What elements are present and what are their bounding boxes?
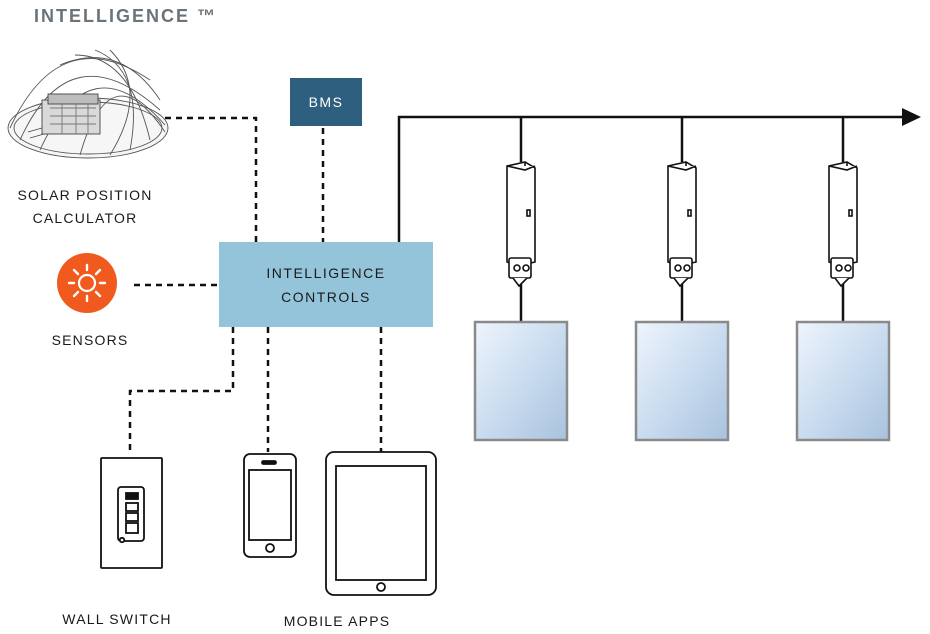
window-controller-icon (828, 161, 858, 288)
solar-label-line1: SOLAR POSITION (17, 187, 152, 203)
glass-panel-icon (795, 320, 891, 442)
controls-label-line2: CONTROLS (281, 288, 371, 305)
bms-node: BMS (290, 78, 362, 126)
solar-link (165, 116, 258, 242)
wall-switch-link (128, 327, 235, 455)
tablet-icon (325, 451, 437, 596)
bus-line (397, 115, 902, 322)
phone-icon (243, 453, 297, 558)
sensors-label: SENSORS (52, 332, 129, 348)
mobile-apps-label: MOBILE APPS (284, 613, 391, 629)
glass-panel-icon (473, 320, 569, 442)
wall-switch-icon (100, 457, 163, 569)
window-controller-icon (506, 161, 536, 288)
arrow-head-icon (902, 108, 921, 126)
window-unit-2 (634, 161, 730, 442)
page-title: INTELLIGENCE ™ (34, 6, 218, 26)
dashed-connections (128, 116, 383, 455)
intelligence-controls-node: INTELLIGENCE CONTROLS (219, 242, 433, 327)
bms-label: BMS (308, 94, 344, 110)
window-controller-icon (667, 161, 697, 288)
sun-sensor-icon (57, 253, 117, 313)
glass-panel-icon (634, 320, 730, 442)
wall-switch-label: WALL SWITCH (62, 611, 171, 627)
window-unit-3 (795, 161, 891, 442)
controls-label-line1: INTELLIGENCE (266, 264, 386, 281)
window-unit-1 (473, 161, 569, 442)
solar-dome-icon (7, 49, 169, 159)
solar-label-line2: CALCULATOR (33, 210, 138, 226)
